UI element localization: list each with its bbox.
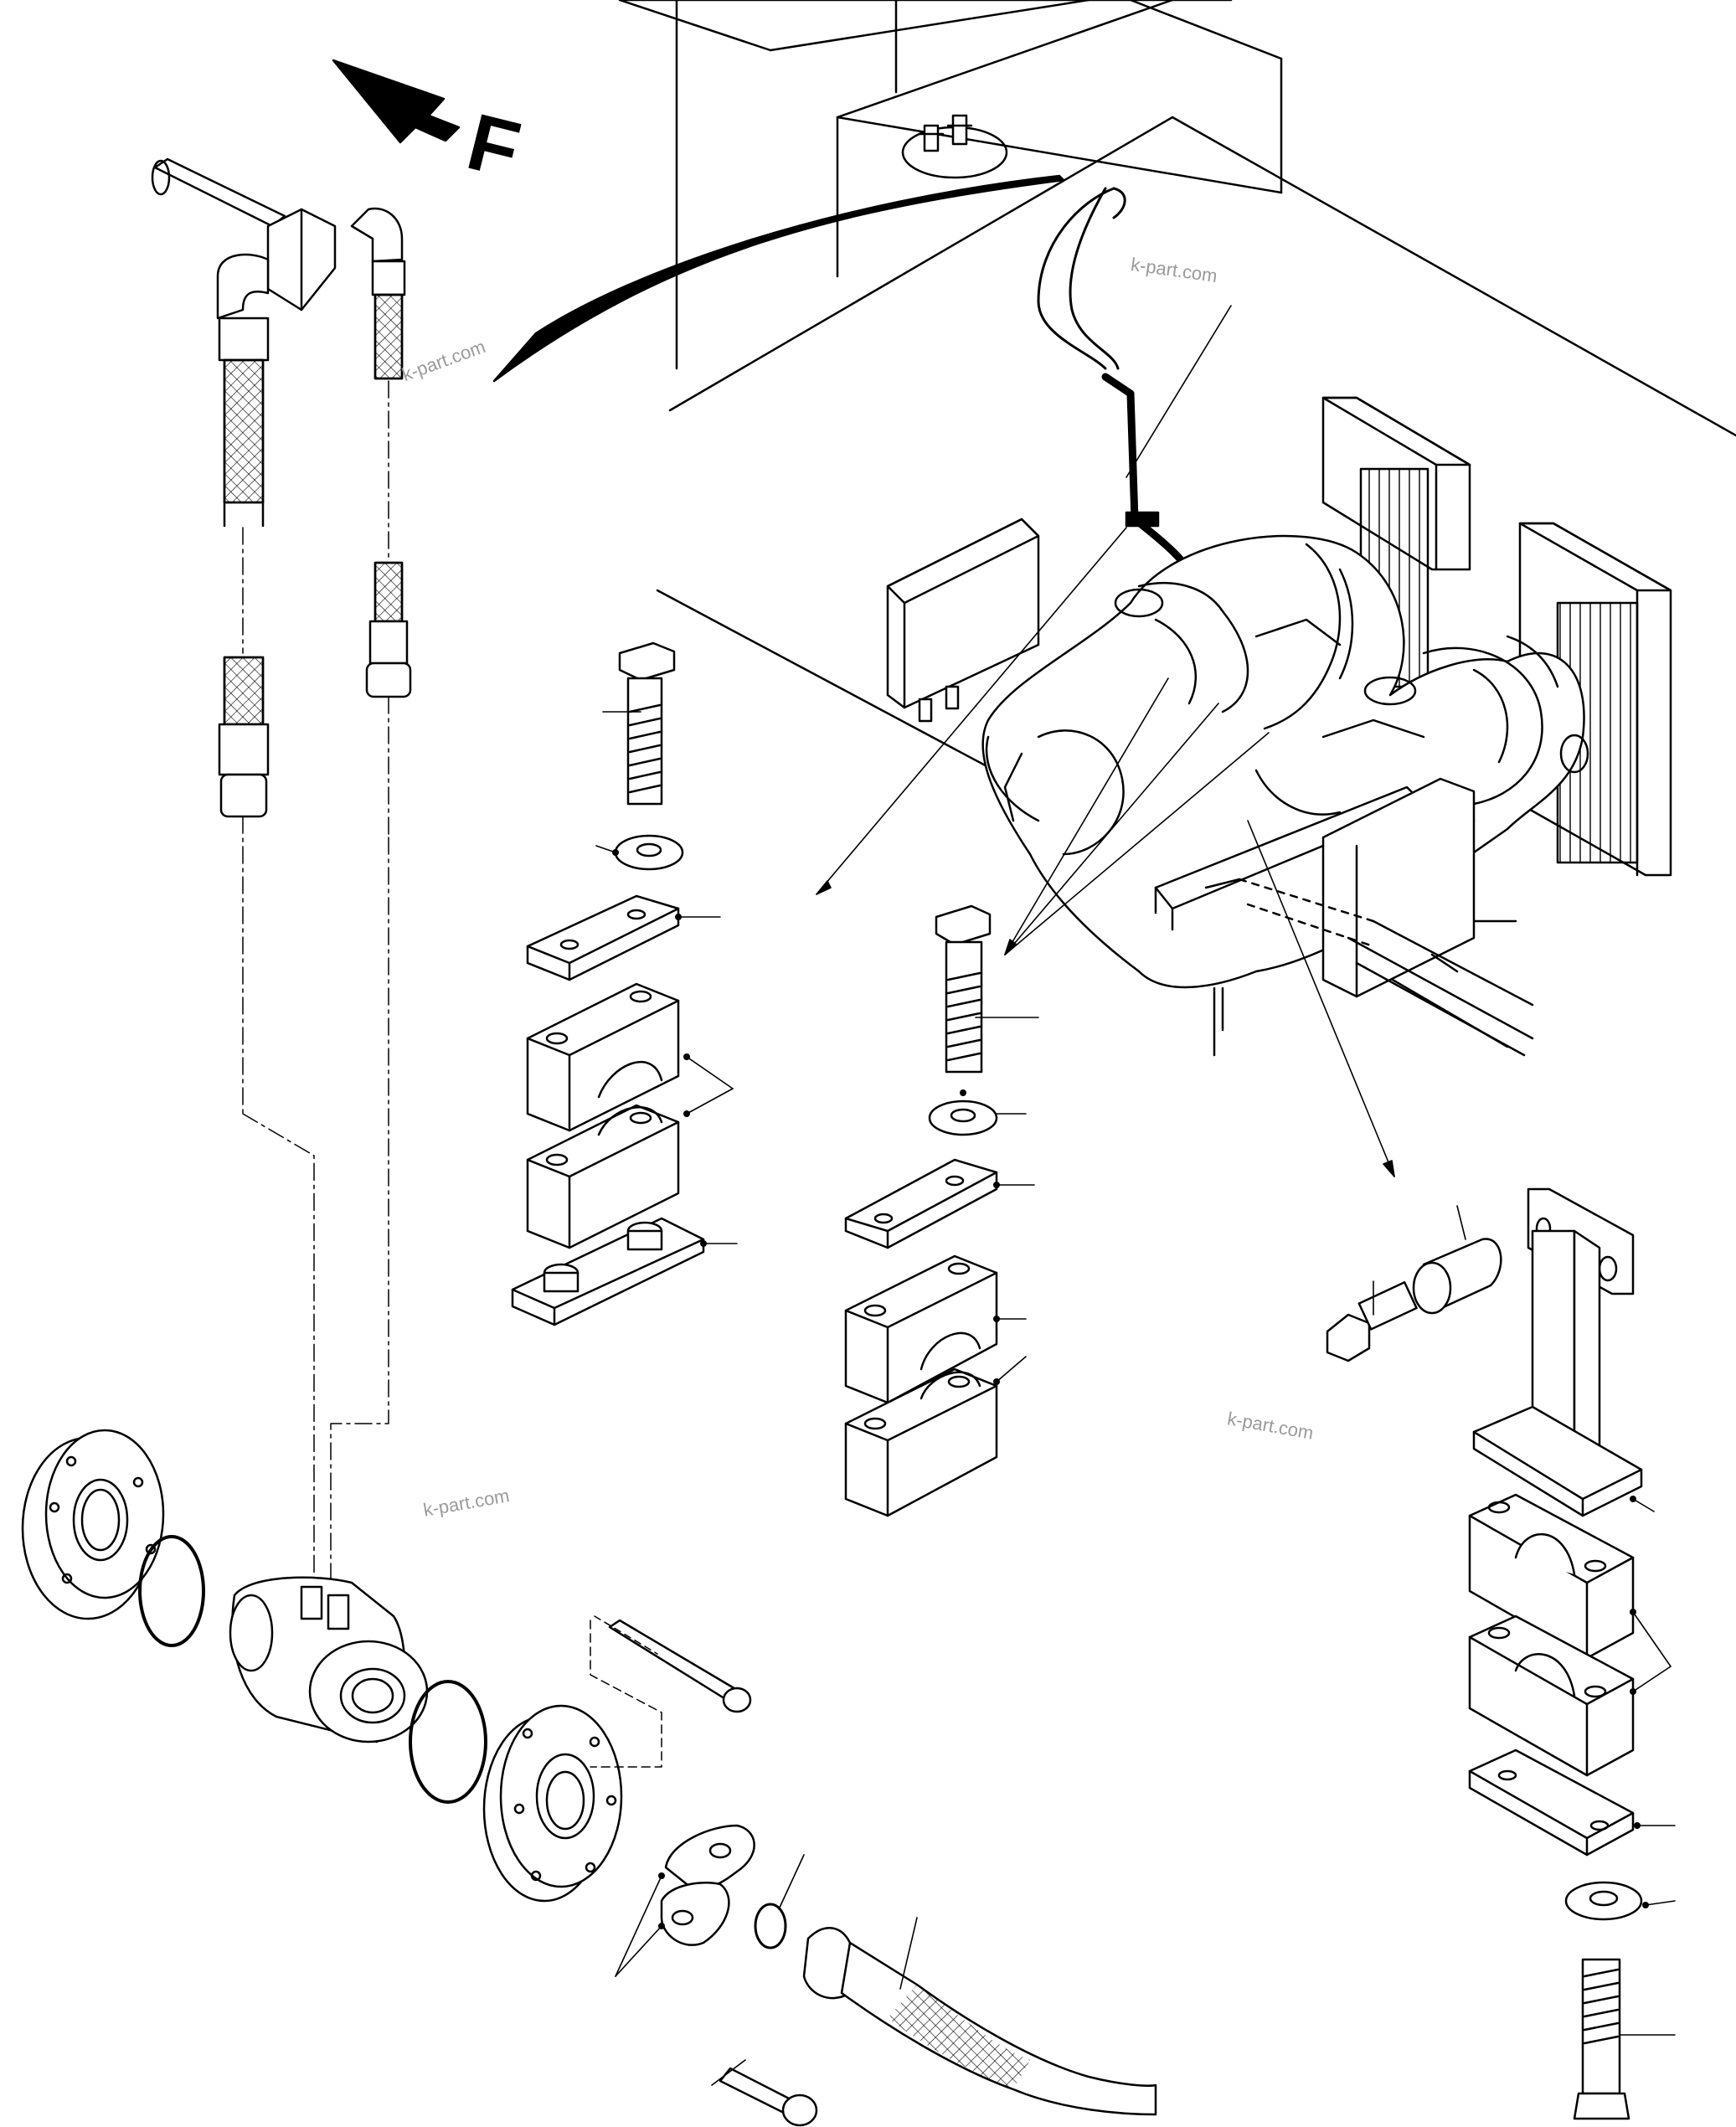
socket-screw-upper (590, 1615, 752, 1768)
o-ring-3 (754, 1903, 787, 1949)
hose-assembly-left (151, 157, 412, 1584)
o-ring-2 (409, 1680, 487, 1804)
forward-direction-arrow (332, 59, 461, 144)
end-flange-right (482, 1704, 623, 1903)
callout-dots (612, 849, 1649, 1929)
clamp-stack-2 (844, 904, 998, 1517)
engine-pump-assembly (981, 534, 1589, 989)
swivel-joint-body (229, 1576, 429, 1743)
part-callout-leaders (595, 711, 1676, 2086)
end-flange-left (21, 1429, 165, 1620)
rotary-joint-top-fitting (901, 114, 1008, 179)
main-hydraulic-hose (802, 1927, 1157, 2116)
clamp-stack-1 (511, 641, 705, 1326)
leader-arrows (816, 305, 1395, 1177)
socket-screw-lower (719, 2067, 818, 2127)
o-ring-1 (138, 1535, 205, 1647)
machine-subframe (1154, 777, 1534, 1057)
split-flange-halves (660, 1824, 755, 1946)
detail-callout-arrow (492, 174, 1065, 383)
clamp-stack-3 (1468, 1493, 1643, 2120)
control-box (886, 518, 1040, 723)
support-bracket (1326, 1187, 1643, 1517)
